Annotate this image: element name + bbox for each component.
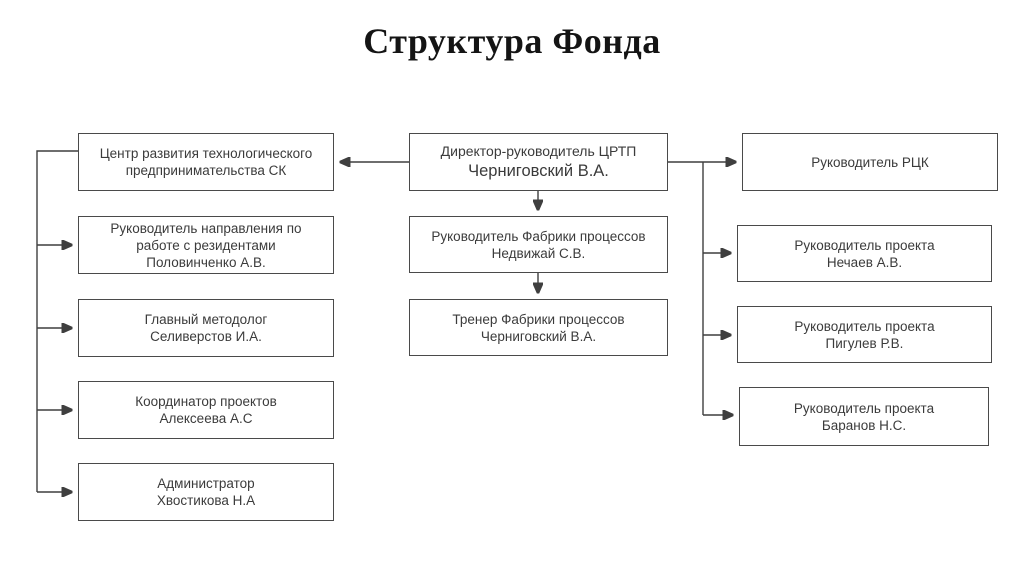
node-label: Тренер Фабрики процессов Черниговский В.… bbox=[452, 311, 625, 344]
node-label: Руководитель проекта Нечаев А.В. bbox=[794, 237, 935, 270]
node-role-label: Директор-руководитель ЦРТП bbox=[440, 143, 637, 159]
node-label: Руководитель проекта Пигулев Р.В. bbox=[794, 318, 935, 351]
node-label: Координатор проектов Алексеева А.С bbox=[135, 394, 277, 426]
page-title: Структура Фонда bbox=[363, 21, 661, 61]
node-tech-entrepreneurship-center: Центр развития технологического предприн… bbox=[78, 133, 334, 191]
left-spine bbox=[36, 150, 78, 492]
node-residents-direction-head: Руководитель направления по работе с рез… bbox=[78, 216, 334, 274]
node-label: Руководитель проекта Баранов Н.С. bbox=[793, 400, 935, 433]
node-label: Администратор Хвостикова Н.А bbox=[156, 476, 256, 508]
node-project-head-nechaev: Руководитель проекта Нечаев А.В. bbox=[737, 225, 992, 282]
node-project-head-baranov: Руководитель проекта Баранов Н.С. bbox=[739, 387, 989, 446]
node-process-factory-trainer: Тренер Фабрики процессов Черниговский В.… bbox=[409, 299, 668, 356]
node-administrator: Администратор Хвостикова Н.А bbox=[78, 463, 334, 521]
node-project-coordinator: Координатор проектов Алексеева А.С bbox=[78, 381, 334, 439]
node-project-head-pigulev: Руководитель проекта Пигулев Р.В. bbox=[737, 306, 992, 363]
node-chief-methodologist: Главный методолог Селиверстов И.А. bbox=[78, 299, 334, 357]
node-label: Центр развития технологического предприн… bbox=[99, 146, 313, 178]
node-person-name: Черниговский В.А. bbox=[468, 162, 609, 180]
node-director: Директор-руководитель ЦРТП Черниговский … bbox=[409, 133, 668, 191]
right-spine bbox=[702, 162, 733, 415]
node-label: Руководитель Фабрики процессов Недвижай … bbox=[431, 228, 646, 261]
node-label: Руководитель РЦК bbox=[811, 154, 929, 170]
node-process-factory-head: Руководитель Фабрики процессов Недвижай … bbox=[409, 216, 668, 273]
node-label: Руководитель направления по работе с рез… bbox=[110, 220, 302, 270]
node-label: Главный методолог Селиверстов И.А. bbox=[144, 312, 268, 344]
node-rck-head: Руководитель РЦК bbox=[742, 133, 998, 191]
